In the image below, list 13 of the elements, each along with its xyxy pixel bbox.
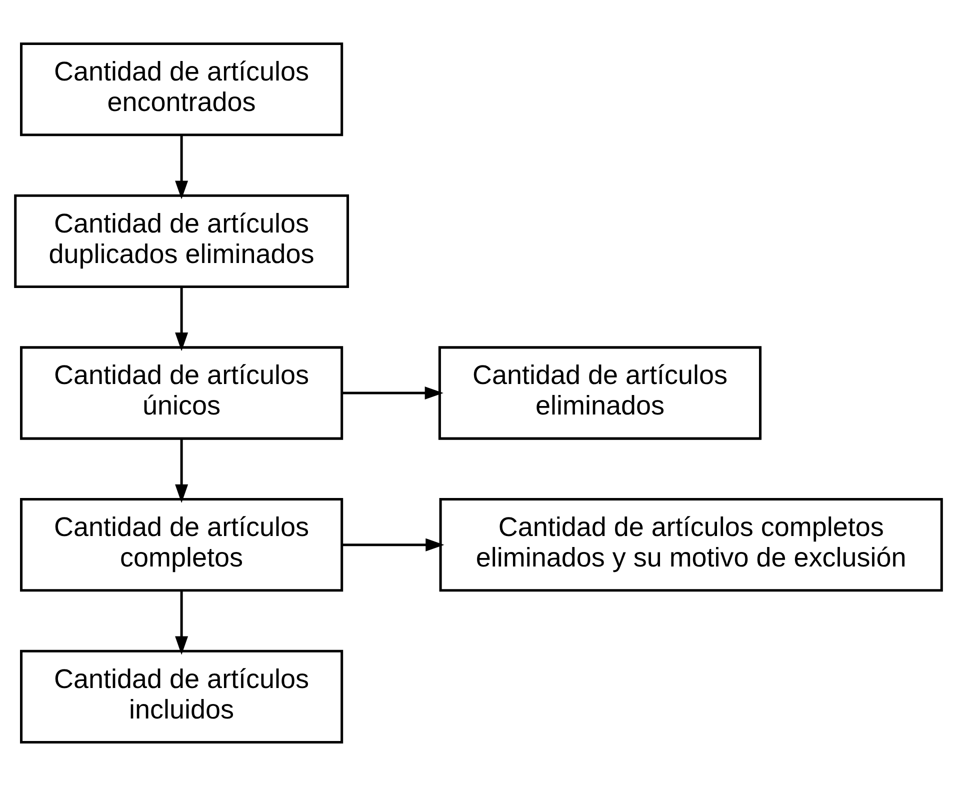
- node-box: Cantidad de artículos encontrados: [20, 42, 344, 136]
- arrow: [175, 439, 188, 503]
- node-box: Cantidad de artículos completos: [20, 498, 344, 592]
- arrow: [342, 386, 444, 400]
- arrow: [175, 287, 188, 352]
- node-box: Cantidad de artículos incluidos: [20, 650, 344, 744]
- node-box: Cantidad de artículos completos eliminados y su motivo de exclusión: [439, 498, 943, 592]
- node-box: Cantidad de artículos únicos: [20, 346, 344, 440]
- arrow: [175, 591, 188, 655]
- arrow: [342, 538, 444, 552]
- node-box: Cantidad de artículos duplicados eliminados: [14, 194, 349, 288]
- arrow: [175, 136, 188, 200]
- node-box: Cantidad de artículos eliminados: [438, 346, 762, 440]
